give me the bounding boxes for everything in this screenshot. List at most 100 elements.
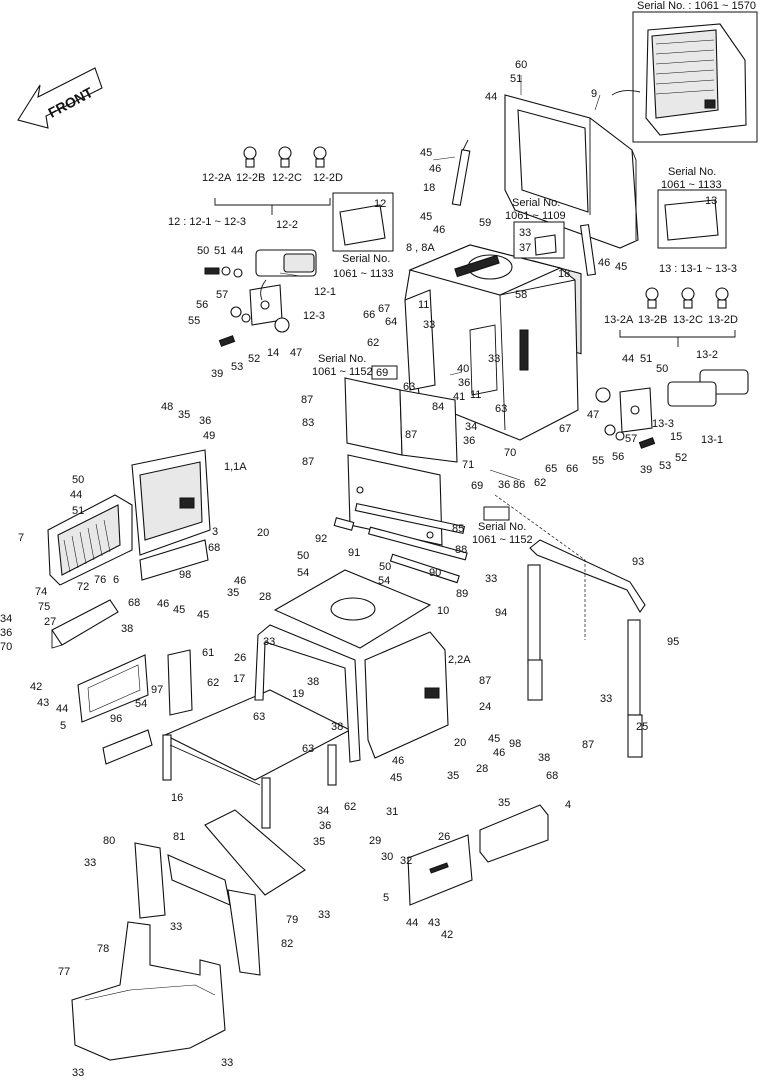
part-frame-17 bbox=[254, 624, 361, 763]
part-door-1 bbox=[131, 449, 211, 556]
callout-50: 50 bbox=[656, 363, 668, 375]
part-61 bbox=[167, 649, 193, 716]
callout-19: 19 bbox=[292, 688, 304, 700]
callout-63: 63 bbox=[403, 381, 415, 393]
callout-66: 66 bbox=[363, 309, 375, 321]
callout-44: 44 bbox=[622, 353, 634, 365]
callout-50: 50 bbox=[72, 474, 84, 486]
callout-2-2A: 2,2A bbox=[448, 654, 471, 666]
callout-34: 34 bbox=[465, 421, 477, 433]
svg-text:Serial No.: Serial No. bbox=[478, 521, 526, 533]
callout-98: 98 bbox=[509, 738, 521, 750]
callout-60: 60 bbox=[515, 59, 527, 71]
callout-57: 57 bbox=[625, 433, 637, 445]
callout-62: 62 bbox=[207, 677, 219, 689]
svg-text:1061 ~ 1133: 1061 ~ 1133 bbox=[661, 179, 722, 191]
callout-33: 33 bbox=[519, 227, 531, 239]
callout-42: 42 bbox=[30, 681, 42, 693]
callout-45: 45 bbox=[197, 609, 209, 621]
note-lamp12-range: 12 : 12-1 ~ 12-3 bbox=[168, 216, 246, 228]
part-undercover-77 bbox=[71, 921, 226, 1061]
callout-26: 26 bbox=[234, 652, 246, 664]
part-deck-10 bbox=[273, 569, 432, 649]
callout-51: 51 bbox=[510, 73, 522, 85]
callout-53: 53 bbox=[231, 361, 243, 373]
callout-34: 34 bbox=[0, 613, 12, 625]
callout-54: 54 bbox=[297, 567, 309, 579]
callout-36: 36 bbox=[458, 377, 470, 389]
callout-38: 38 bbox=[307, 676, 319, 688]
note-lamp13-range: 13 : 13-1 ~ 13-3 bbox=[659, 263, 737, 275]
callout-34: 34 bbox=[317, 805, 329, 817]
part-gas-spring-18-b bbox=[579, 224, 597, 276]
part-plate-5-b bbox=[407, 834, 473, 906]
callout-51: 51 bbox=[640, 353, 652, 365]
callout-94: 94 bbox=[495, 607, 507, 619]
callout-24: 24 bbox=[479, 701, 491, 713]
svg-text:Serial No.: Serial No. bbox=[318, 353, 366, 365]
callout-98: 98 bbox=[179, 569, 191, 581]
callout-62: 62 bbox=[344, 801, 356, 813]
callout-43: 43 bbox=[428, 917, 440, 929]
callout-87: 87 bbox=[405, 429, 417, 441]
front-arrow-icon: FRONT bbox=[17, 67, 103, 129]
leader-lines bbox=[279, 75, 601, 640]
callout-50: 50 bbox=[197, 245, 209, 257]
callout-13-2C: 13-2C bbox=[673, 314, 703, 326]
part-handrail-93 bbox=[527, 539, 646, 758]
part-cover-79 bbox=[204, 809, 306, 896]
callout-45: 45 bbox=[615, 261, 627, 273]
callout-26: 26 bbox=[438, 831, 450, 843]
callout-78: 78 bbox=[97, 943, 109, 955]
part-panel-84 bbox=[399, 389, 458, 463]
callout-12-1: 12-1 bbox=[314, 286, 336, 298]
callout-29: 29 bbox=[369, 835, 381, 847]
callout-64: 64 bbox=[385, 316, 397, 328]
callout-38: 38 bbox=[331, 721, 343, 733]
callout-90: 90 bbox=[429, 567, 441, 579]
callout-13-2: 13-2 bbox=[696, 349, 718, 361]
callout-35: 35 bbox=[313, 836, 325, 848]
callout-44: 44 bbox=[406, 917, 418, 929]
callout-53: 53 bbox=[659, 460, 671, 472]
callout-61: 61 bbox=[202, 647, 214, 659]
callout-54: 54 bbox=[135, 698, 147, 710]
part-cover-81 bbox=[167, 854, 231, 906]
svg-text:1061 ~ 1133: 1061 ~ 1133 bbox=[333, 268, 394, 280]
callout-58: 58 bbox=[515, 289, 527, 301]
callout-46: 46 bbox=[392, 755, 404, 767]
callout-44: 44 bbox=[56, 703, 68, 715]
callout-87: 87 bbox=[302, 456, 314, 468]
callout-33: 33 bbox=[423, 319, 435, 331]
serial-69-box-b bbox=[483, 506, 510, 521]
inset-serial-1061-1109 bbox=[513, 221, 565, 259]
callout-1-1A: 1,1A bbox=[224, 461, 247, 473]
callout-52: 52 bbox=[248, 353, 260, 365]
callout-57: 57 bbox=[216, 289, 228, 301]
callout-74: 74 bbox=[35, 586, 47, 598]
callout-18: 18 bbox=[558, 268, 570, 280]
callout-56: 56 bbox=[196, 299, 208, 311]
callout-96: 96 bbox=[110, 713, 122, 725]
callout-51: 51 bbox=[72, 505, 84, 517]
callout-15: 15 bbox=[670, 431, 682, 443]
serial-note-1061-1133-b: Serial No. 1061 ~ 1133 bbox=[661, 166, 722, 191]
callout-37: 37 bbox=[519, 242, 531, 254]
callout-77: 77 bbox=[58, 966, 70, 978]
callout-79: 79 bbox=[286, 914, 298, 926]
callout-28: 28 bbox=[476, 763, 488, 775]
callout-62: 62 bbox=[534, 477, 546, 489]
callout-87: 87 bbox=[582, 739, 594, 751]
callout-44: 44 bbox=[231, 245, 243, 257]
part-bracket-3 bbox=[139, 539, 209, 581]
callout-63: 63 bbox=[253, 711, 265, 723]
callout-68: 68 bbox=[128, 597, 140, 609]
callout-38: 38 bbox=[538, 752, 550, 764]
serial-note-1061-1109: Serial No. 1061 ~ 1109 bbox=[505, 197, 566, 222]
callout-12-2A: 12-2A bbox=[202, 172, 232, 184]
callout-41: 41 bbox=[453, 391, 465, 403]
part-panel-85 bbox=[347, 454, 443, 546]
callout-54: 54 bbox=[378, 575, 390, 587]
serial-69-box-a bbox=[371, 365, 398, 380]
